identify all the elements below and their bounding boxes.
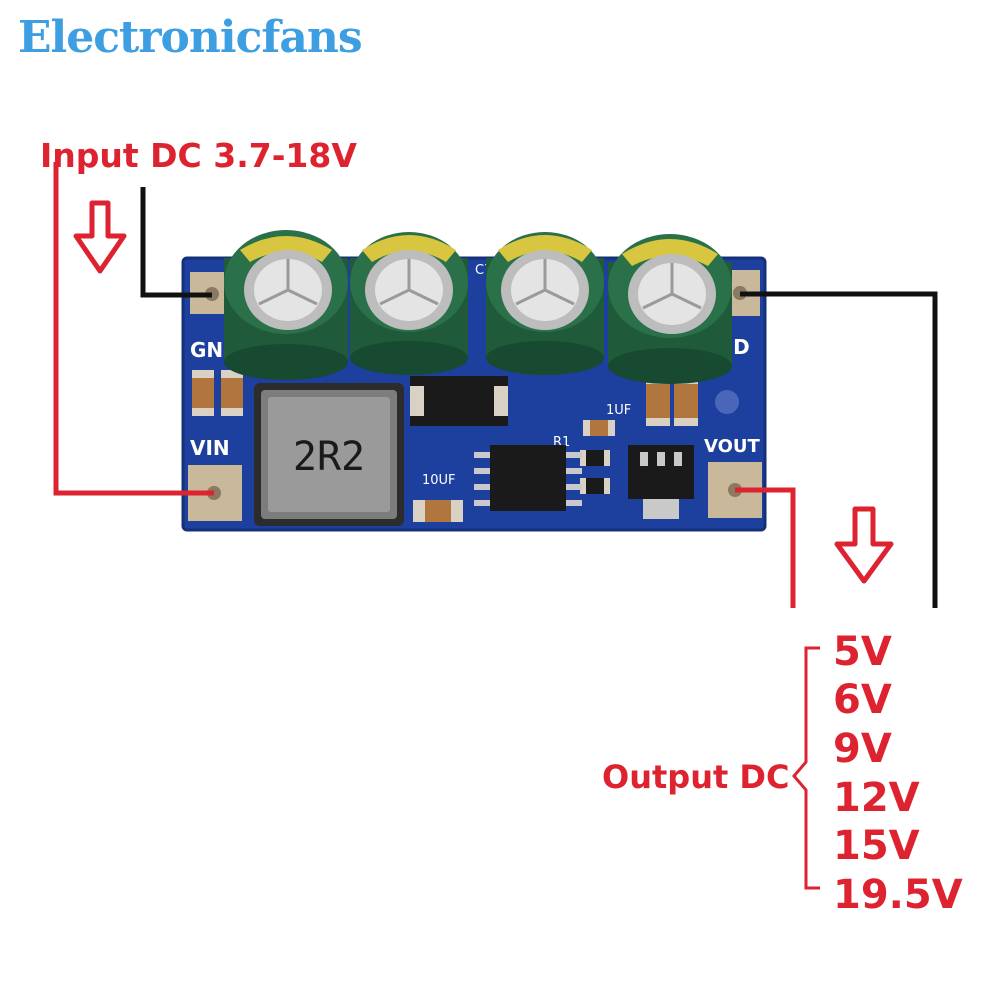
electrolytic-capacitor-1 [224,230,348,380]
output-voltage-6v: 6V [833,677,892,723]
electrolytic-capacitor-4 [608,234,732,384]
input-positive-wire [53,162,214,496]
inductor-marking: 2R2 [293,434,365,480]
output-voltage-9v: 9V [833,726,892,772]
output-voltage-bracket [792,646,820,890]
output-ground-wire [740,291,938,608]
input-arrow-icon [73,200,127,274]
output-voltage-19-5v: 19.5V [833,872,963,918]
smd-resistors [580,450,610,494]
output-voltage-15v: 15V [833,823,920,869]
smd-capacitor-1uf [583,420,615,436]
output-voltage-12v: 12V [833,775,920,821]
voltage-regulator [628,445,694,519]
mounting-hole [715,390,739,414]
output-dc-label: Output DC [602,758,790,796]
brand-logo-text: Electronicfans [18,12,363,63]
electrolytic-capacitor-2 [350,232,468,375]
cap-1uf-label: 1UF [606,403,631,418]
input-voltage-label: Input DC 3.7-18V [40,136,357,175]
inductor-2r2: 2R2 [254,383,404,526]
cap-10uf-label: 10UF [422,473,456,488]
smd-capacitor-pair-left [192,370,243,416]
output-positive-wire [735,487,796,608]
input-ground-wire [140,187,212,298]
smd-capacitor-10uf [413,500,463,522]
schottky-diode [410,376,508,426]
vout-label: VOUT [704,436,761,457]
controller-ic [474,445,582,511]
output-arrow-icon [834,506,894,584]
vin-label: VIN [190,436,230,460]
electrolytic-capacitor-3 [486,232,604,375]
output-voltage-5v: 5V [833,629,892,675]
